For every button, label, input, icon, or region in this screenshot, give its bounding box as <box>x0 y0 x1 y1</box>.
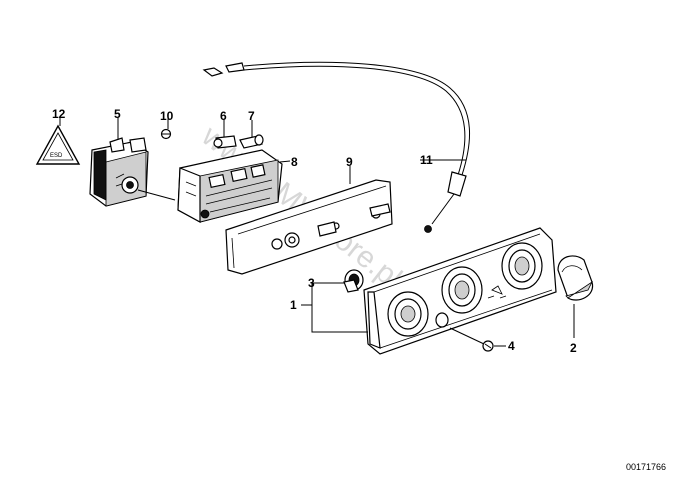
callout-8: 8 <box>291 155 298 169</box>
screw-part-4 <box>449 327 494 352</box>
bowden-cable-part-11 <box>202 61 471 233</box>
blower-switch-part-5 <box>89 137 176 207</box>
callout-5: 5 <box>114 107 121 121</box>
callout-3: 3 <box>308 276 315 290</box>
mounting-bracket-part-9 <box>225 179 393 275</box>
screw-part-10 <box>160 128 172 140</box>
front-panel-part-1 <box>363 227 557 355</box>
callout-6: 6 <box>220 109 227 123</box>
diagram-code: 00171766 <box>626 462 666 472</box>
callout-11: 11 <box>420 153 433 167</box>
callout-4: 4 <box>508 339 515 353</box>
callout-10: 10 <box>160 109 174 123</box>
callout-12: 12 <box>52 107 66 121</box>
knob-part-2 <box>557 255 594 301</box>
callout-1: 1 <box>290 298 297 312</box>
callout-9: 9 <box>346 155 353 169</box>
callout-7: 7 <box>248 109 255 123</box>
callouts: 12 5 10 6 7 8 9 11 3 1 4 2 <box>52 107 577 355</box>
bulb-part-7 <box>239 134 264 149</box>
leader-lines <box>59 118 575 347</box>
control-unit-part-8 <box>177 149 283 224</box>
knob-insert-part-3 <box>343 269 364 293</box>
bulb-socket-part-6 <box>213 135 237 149</box>
esd-warning-symbol-part-12: ESD <box>35 124 81 165</box>
warning-symbol-text: ESD <box>50 153 63 159</box>
callout-2: 2 <box>570 341 577 355</box>
